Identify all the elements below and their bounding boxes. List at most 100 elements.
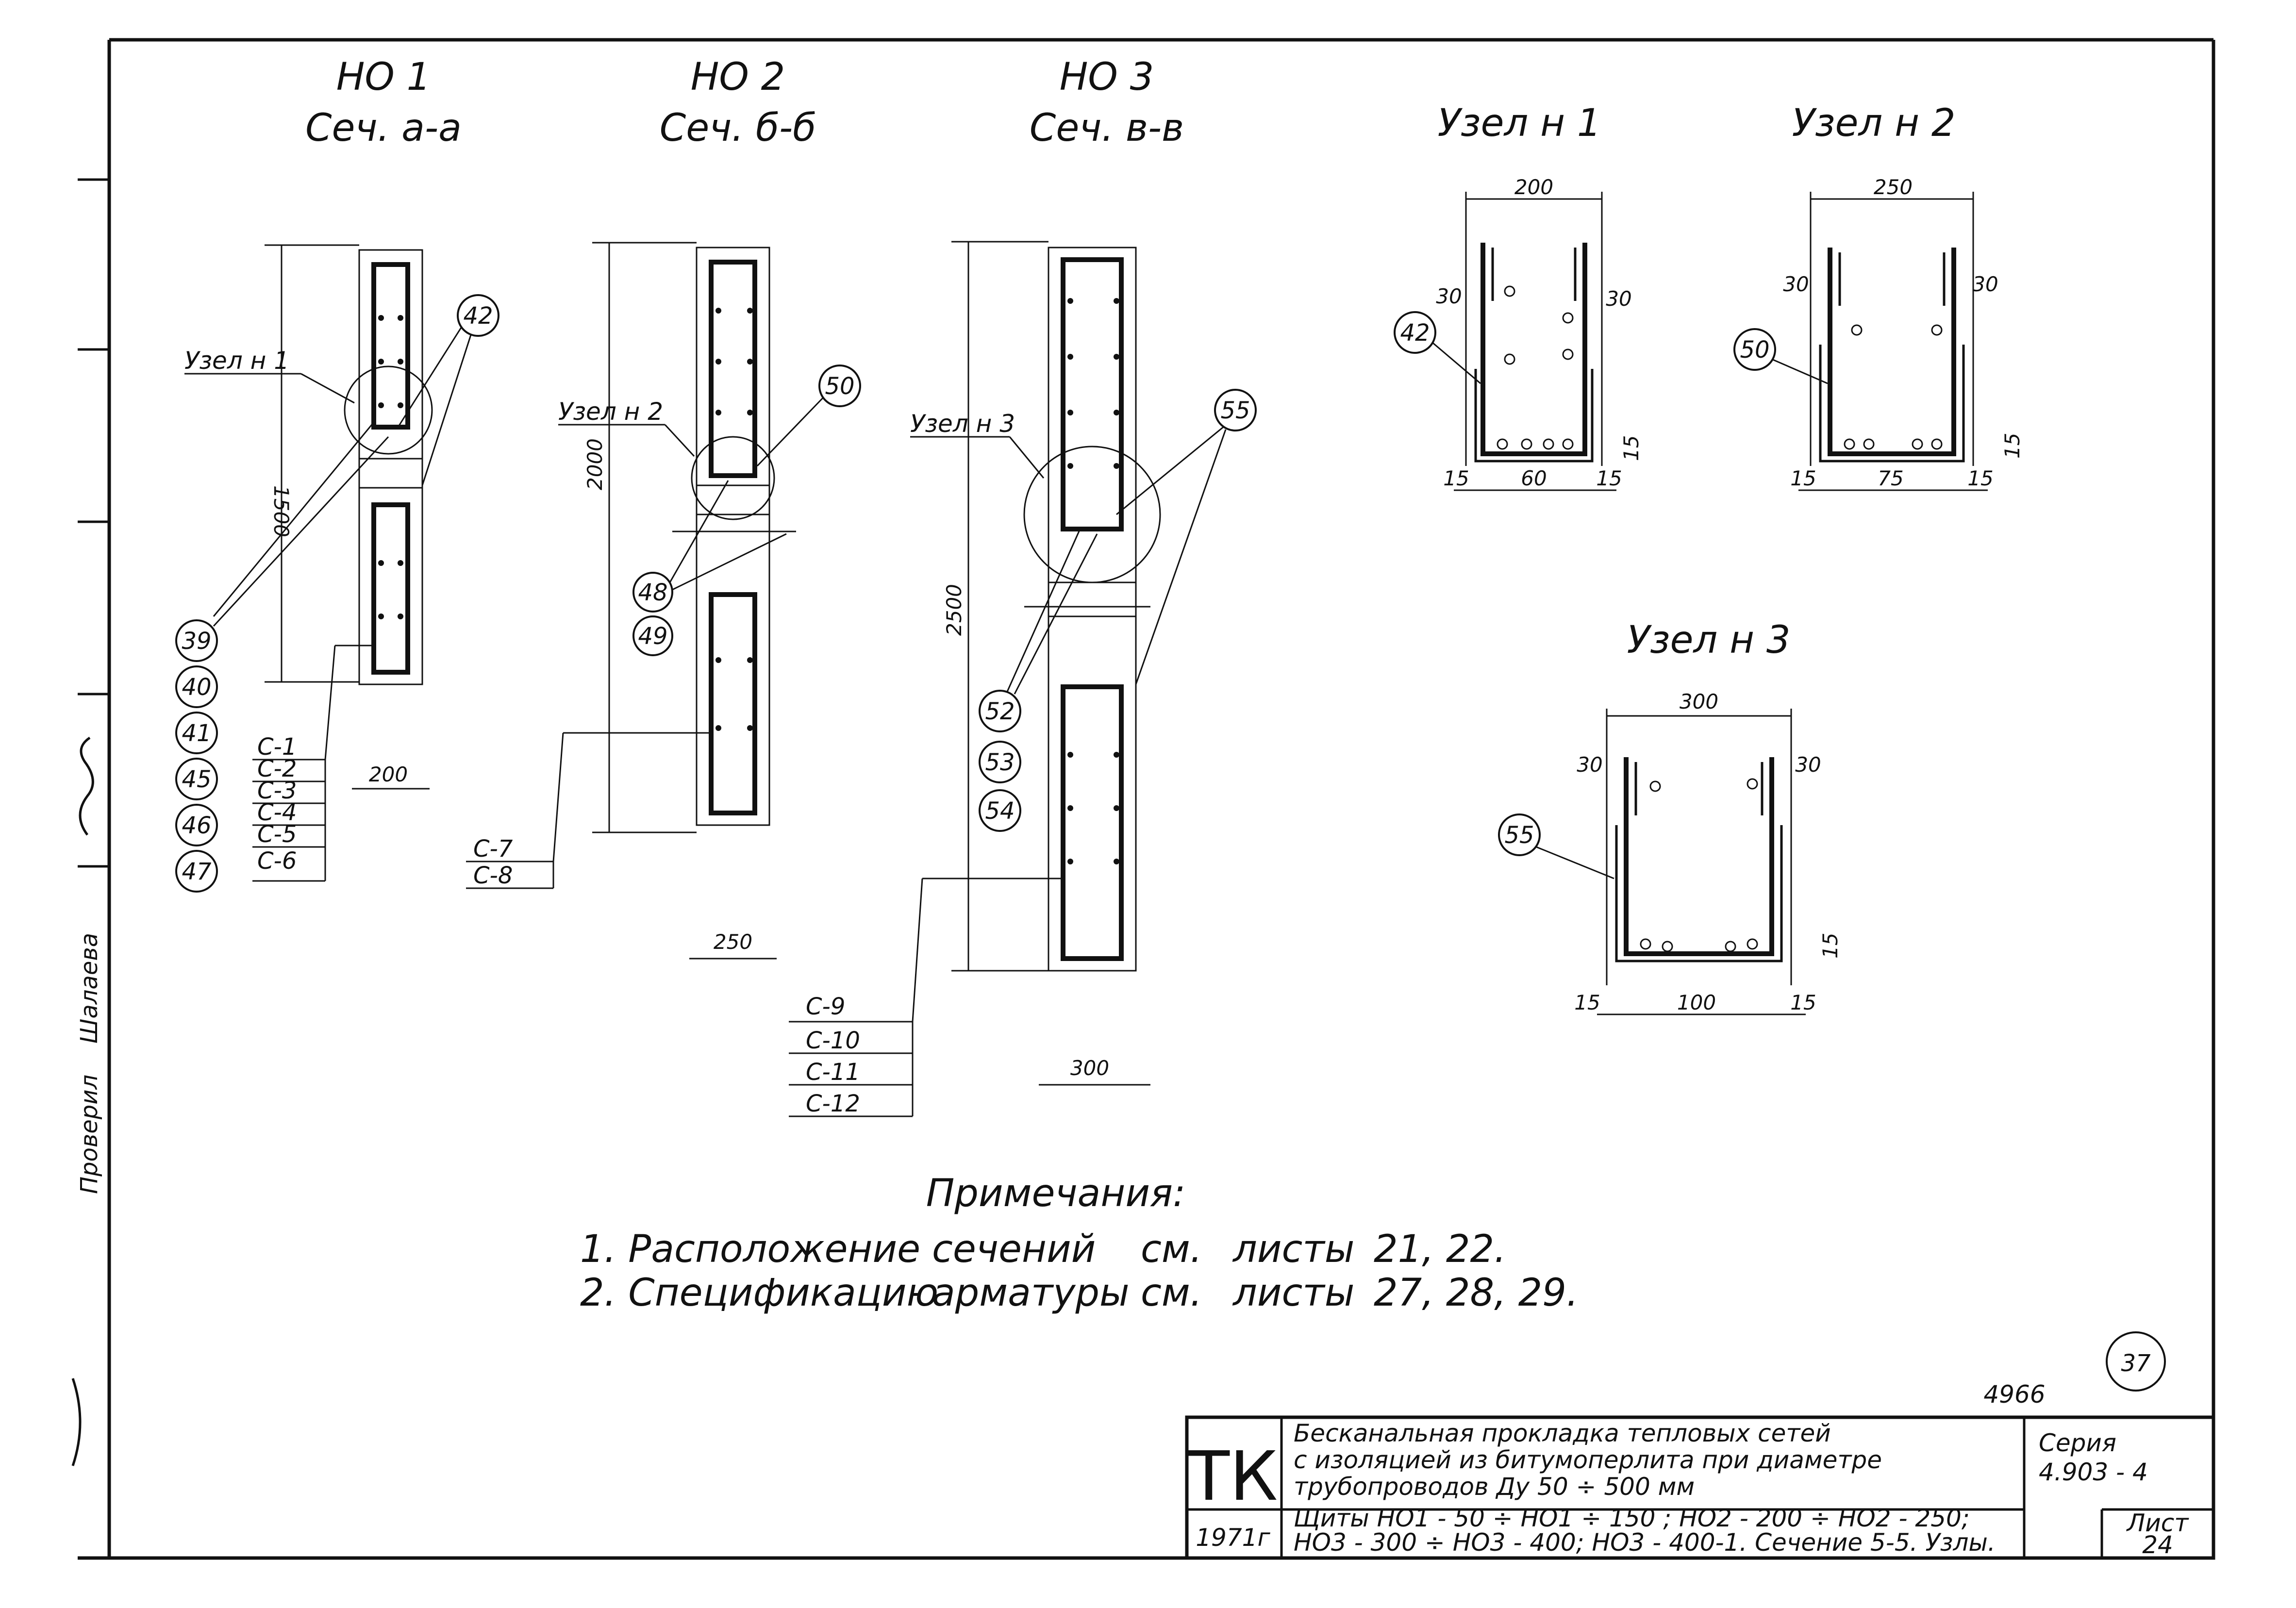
section-ho1-height: 1500 bbox=[269, 485, 293, 537]
section-ho3-outline bbox=[1048, 247, 1137, 972]
title-block: ТК 1971г Бесканальная прокладка тепловых… bbox=[1185, 1415, 2215, 1560]
title-block-sheet: 24 bbox=[2142, 1531, 2173, 1559]
section-ho3-mark-c11: С-11 bbox=[806, 1059, 860, 1086]
note-2-d: листы bbox=[1232, 1271, 1354, 1315]
node-1-side-right: 30 bbox=[1606, 287, 1631, 311]
node-2-b-right: 15 bbox=[1967, 466, 1993, 490]
section-ho1-callout-45: 45 bbox=[182, 766, 211, 793]
node-3-bottom: 15 bbox=[1818, 933, 1842, 959]
node-2-bottom: 15 bbox=[2000, 433, 2024, 459]
title-block-org: ТК bbox=[1188, 1437, 1278, 1516]
node-3-b-right: 15 bbox=[1790, 991, 1816, 1014]
node-2-b-left: 15 bbox=[1790, 466, 1816, 490]
section-ho3-mark-c10: С-10 bbox=[806, 1027, 860, 1054]
section-ho3-mark-c12: С-12 bbox=[806, 1090, 860, 1117]
notes: Примечания: 1. Расположение сечений см. … bbox=[580, 1172, 1579, 1315]
node-1-b-right: 15 bbox=[1596, 466, 1622, 490]
node-2-side-right: 30 bbox=[1972, 272, 1998, 296]
signature bbox=[79, 736, 94, 836]
section-ho1-code: НО 1 bbox=[336, 55, 431, 99]
title-block-series: 4.903 - 4 bbox=[2039, 1458, 2148, 1486]
note-1-b: сечений bbox=[932, 1227, 1096, 1271]
binding-arc bbox=[71, 1378, 82, 1466]
section-ho3-width: 300 bbox=[1070, 1056, 1109, 1080]
section-ho1-callout-41: 41 bbox=[182, 720, 211, 747]
section-ho1-callout-47: 47 bbox=[182, 858, 212, 885]
section-ho1-mark-c1: С-1 bbox=[257, 733, 297, 761]
inventory-number: 4966 bbox=[1983, 1380, 2045, 1409]
note-2-b: арматуры bbox=[932, 1271, 1130, 1315]
node-2: Узел н 2 250 30 30 15 15 75 15 50 bbox=[1733, 101, 2024, 491]
section-ho1-callout-39: 39 bbox=[182, 628, 211, 655]
side-stamp-name: Шалаева bbox=[76, 933, 103, 1044]
node-1-title: Узел н 1 bbox=[1437, 101, 1601, 145]
note-2-e: 27, 28, 29. bbox=[1374, 1271, 1579, 1315]
section-ho1-cut: Сеч. а-а bbox=[305, 106, 462, 150]
title-block-subtitle-2: НО3 - 300 ÷ НО3 - 400; НО3 - 400-1. Сече… bbox=[1294, 1528, 1996, 1557]
section-ho3-bars bbox=[1067, 298, 1119, 864]
node-3: Узел н 3 300 30 30 15 15 100 15 55 bbox=[1498, 618, 1842, 1015]
section-ho2-callout-48: 48 bbox=[638, 579, 667, 606]
node-2-title: Узел н 2 bbox=[1792, 101, 1955, 145]
section-ho3-callout-55: 55 bbox=[1220, 397, 1250, 424]
section-ho1: НО 1 Сеч. а-а 1500 200 Узел н 1 42 bbox=[175, 55, 499, 893]
side-stamp: Проверил Шалаева bbox=[71, 736, 103, 1466]
sheet-mark-circle bbox=[2106, 1331, 2166, 1392]
node-3-title: Узел н 3 bbox=[1627, 618, 1790, 662]
title-block-title-1: Бесканальная прокладка тепловых сетей bbox=[1294, 1419, 1831, 1447]
section-ho2-bars bbox=[715, 308, 753, 731]
section-ho2-callout-50: 50 bbox=[825, 373, 854, 400]
section-ho1-node-ref: Узел н 1 bbox=[184, 347, 289, 375]
node-2-width: 250 bbox=[1874, 175, 1913, 199]
node-3-callout: 55 bbox=[1504, 822, 1534, 849]
title-block-subtitle-1: Щиты НО1 - 50 ÷ НО1 ÷ 150 ; НО2 - 200 ÷ … bbox=[1294, 1504, 1970, 1532]
section-ho1-outline bbox=[358, 249, 423, 685]
note-1-d: листы bbox=[1232, 1227, 1354, 1271]
section-ho2-outline bbox=[696, 247, 770, 826]
section-ho3-callout-52: 52 bbox=[985, 698, 1015, 725]
node-3-b-mid: 100 bbox=[1677, 991, 1716, 1014]
section-ho1-callout-40: 40 bbox=[182, 674, 211, 701]
section-ho2-code: НО 2 bbox=[691, 55, 785, 99]
notes-title: Примечания: bbox=[926, 1172, 1185, 1215]
node-1-width: 200 bbox=[1514, 175, 1553, 199]
section-ho2-height: 2000 bbox=[583, 438, 607, 490]
section-ho1-bars bbox=[378, 315, 403, 619]
section-ho3-node-ref: Узел н 3 bbox=[910, 410, 1015, 438]
section-ho2-callout-49: 49 bbox=[638, 623, 667, 650]
section-ho2-mark-c8: С-8 bbox=[473, 862, 513, 889]
note-1-e: 21, 22. bbox=[1374, 1227, 1506, 1271]
section-ho2-mark-c7: С-7 bbox=[473, 835, 513, 862]
section-ho3-cut: Сеч. в-в bbox=[1030, 106, 1184, 150]
node-3-b-left: 15 bbox=[1574, 991, 1600, 1014]
section-ho3-mark-c9: С-9 bbox=[806, 993, 845, 1020]
section-ho3-height: 2500 bbox=[942, 584, 966, 636]
section-ho3-code: НО 3 bbox=[1060, 55, 1154, 99]
node-1-b-mid: 60 bbox=[1521, 466, 1547, 490]
section-ho2: НО 2 Сеч. б-б 2000 250 Узел н 2 50 4 bbox=[466, 55, 861, 960]
sheet-mark: 37 bbox=[2121, 1350, 2151, 1377]
node-3-side-left: 30 bbox=[1577, 753, 1602, 777]
node-1-bottom: 15 bbox=[1619, 435, 1643, 461]
title-block-title-3: трубопроводов Ду 50 ÷ 500 мм bbox=[1294, 1473, 1695, 1501]
section-ho2-width: 250 bbox=[714, 930, 752, 954]
node-3-width: 300 bbox=[1680, 690, 1718, 713]
node-1-b-left: 15 bbox=[1443, 466, 1469, 490]
section-ho1-callout-46: 46 bbox=[182, 812, 211, 839]
note-1-a: 1. Расположение bbox=[580, 1227, 920, 1271]
section-ho1-mark-c6: С-6 bbox=[257, 847, 297, 875]
title-block-year: 1971г bbox=[1196, 1524, 1270, 1552]
title-block-series-label: Серия bbox=[2039, 1429, 2116, 1457]
section-ho2-cut: Сеч. б-б bbox=[660, 106, 816, 150]
node-2-callout: 50 bbox=[1740, 336, 1769, 364]
section-ho1-width: 200 bbox=[369, 763, 408, 786]
section-ho3: НО 3 Сеч. в-в 2500 300 Узел н 3 55 bbox=[789, 55, 1257, 1117]
node-3-side-right: 30 bbox=[1795, 753, 1821, 777]
section-ho3-callout-54: 54 bbox=[985, 797, 1015, 825]
note-1-c: см. bbox=[1141, 1227, 1202, 1271]
title-block-sheet-label: Лист bbox=[2126, 1509, 2190, 1537]
note-2-c: см. bbox=[1141, 1271, 1202, 1315]
node-1-side-left: 30 bbox=[1436, 284, 1462, 308]
node-2-side-left: 30 bbox=[1783, 272, 1809, 296]
